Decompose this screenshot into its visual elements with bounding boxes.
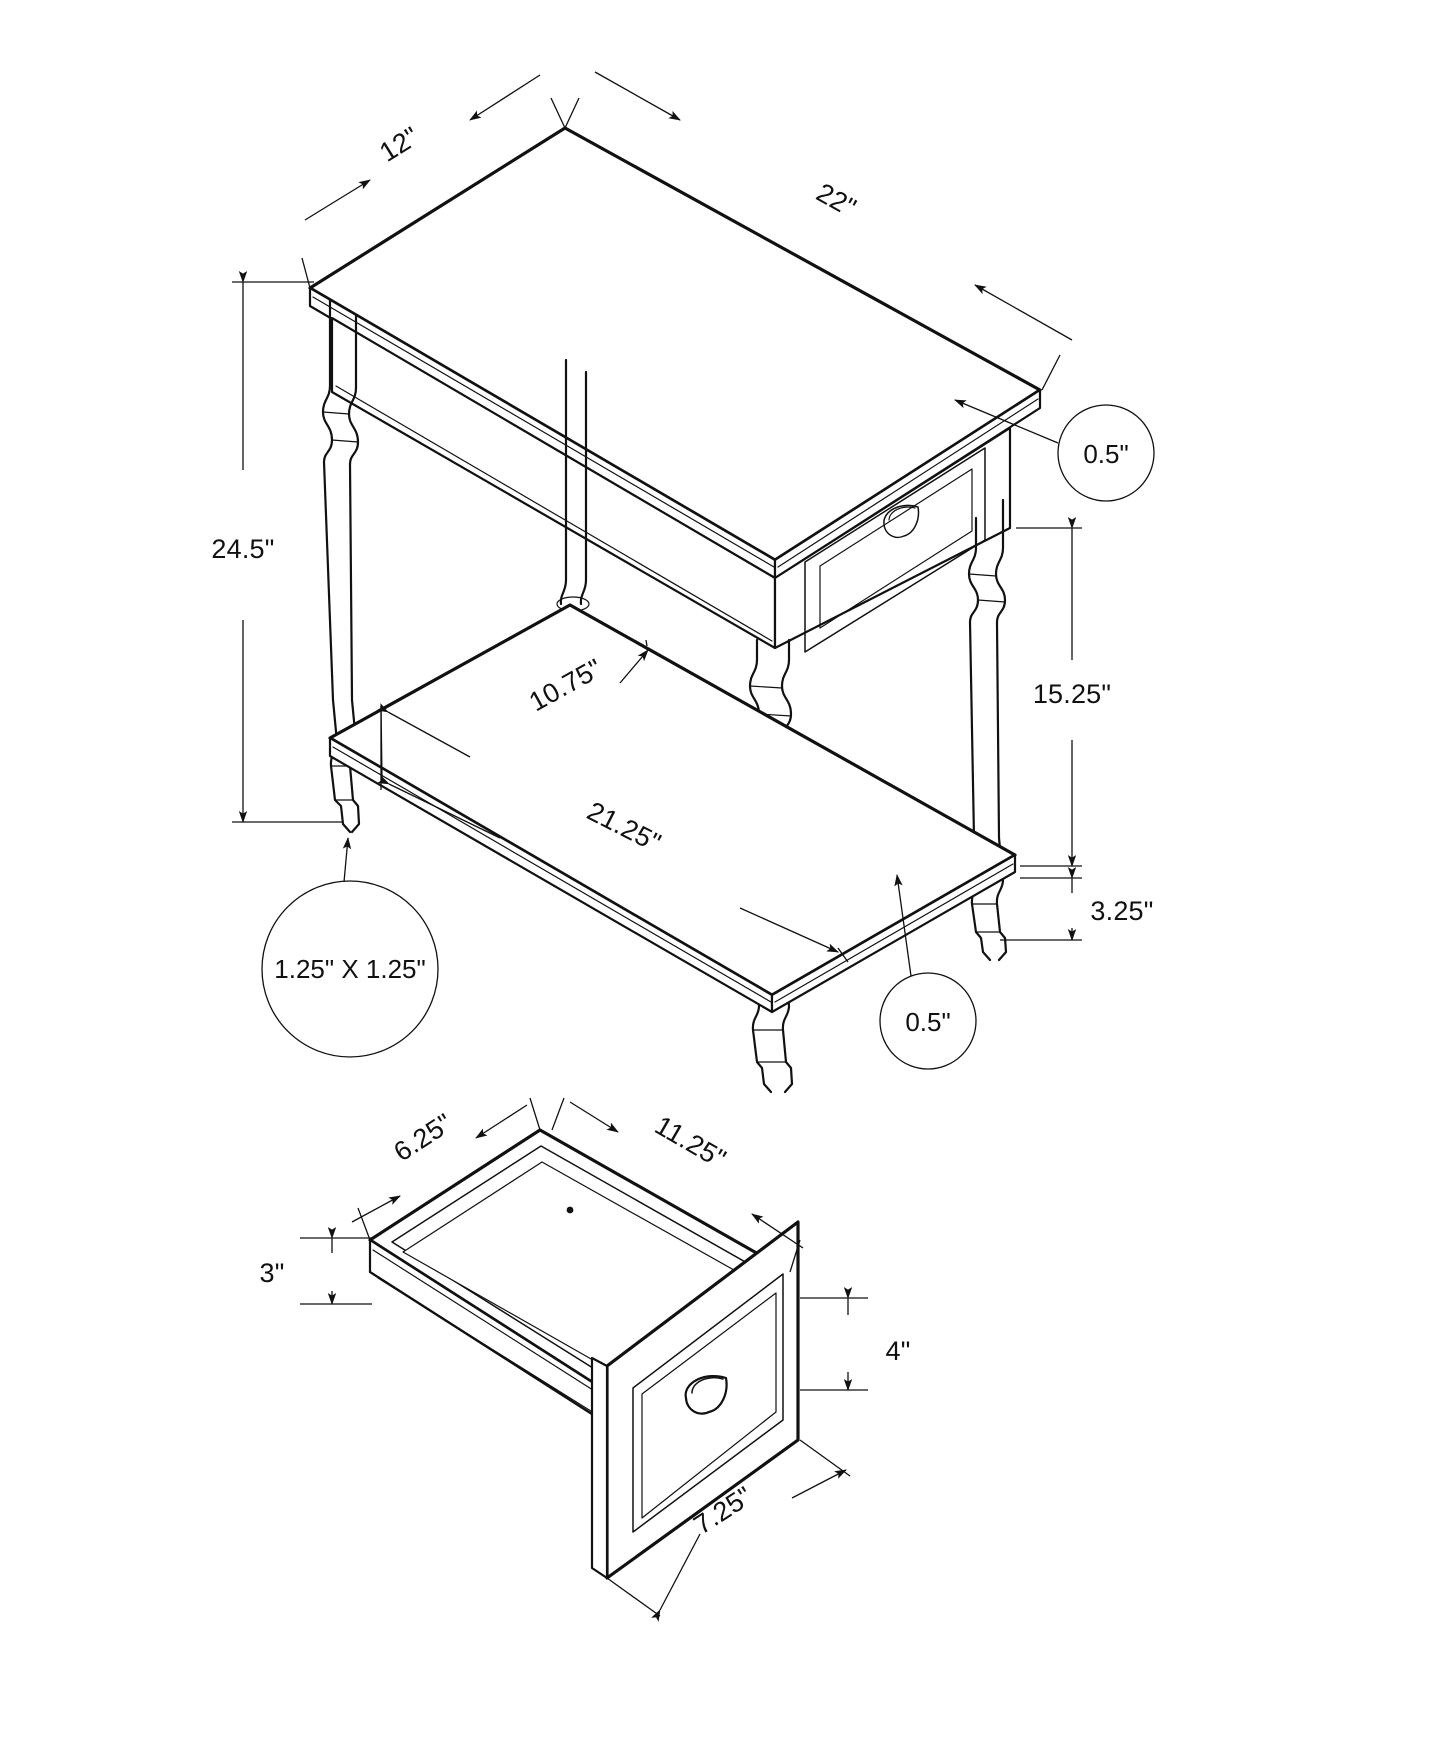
callout-leg-section: 1.25" X 1.25" bbox=[261, 837, 439, 1058]
callout-label-top-thickness: 0.5" bbox=[1083, 439, 1128, 469]
callout-shelf-thickness: 0.5" bbox=[879, 874, 977, 1070]
callout-label-shelf-thickness: 0.5" bbox=[905, 1007, 950, 1037]
dimension-label-depth: 12" bbox=[374, 121, 424, 168]
table-top bbox=[308, 126, 1042, 580]
drawer-face bbox=[590, 1220, 800, 1580]
table-assembly-view: 12" 22" 24.5" 10.75" bbox=[211, 71, 1155, 1094]
dimension-shelf-to-top-15-25: 15.25" bbox=[1016, 517, 1111, 867]
dimension-label-drawer-face-height: 4" bbox=[885, 1336, 910, 1366]
dimension-label-floor-to-shelf: 3.25" bbox=[1090, 896, 1153, 926]
cup-pull-handle-drawer bbox=[684, 1374, 728, 1415]
cup-pull-handle-table bbox=[883, 504, 920, 539]
drawer-detail-view: 6.25" 11.25" 3" 4" bbox=[259, 1097, 910, 1622]
dimension-label-drawer-width: 11.25" bbox=[650, 1110, 731, 1174]
callout-top-thickness: 0.5" bbox=[954, 399, 1155, 502]
lower-shelf bbox=[328, 603, 1017, 1014]
dimension-label-drawer-box-height: 3" bbox=[259, 1258, 284, 1288]
dimension-label-drawer-depth: 6.25" bbox=[388, 1108, 457, 1168]
dimension-label-shelf-to-top: 15.25" bbox=[1033, 679, 1111, 709]
apron-and-drawer bbox=[330, 316, 1012, 653]
dimension-label-width: 22" bbox=[812, 177, 862, 223]
dimension-floor-to-shelf-3-25: 3.25" bbox=[1000, 867, 1153, 941]
callout-label-leg-section: 1.25" X 1.25" bbox=[274, 954, 425, 984]
dimension-drawer-box-height-3: 3" bbox=[259, 1227, 372, 1305]
dimension-drawer-face-height-4: 4" bbox=[800, 1287, 910, 1391]
dimension-label-height: 24.5" bbox=[211, 534, 274, 564]
dimension-height-24-5: 24.5" bbox=[211, 271, 342, 823]
